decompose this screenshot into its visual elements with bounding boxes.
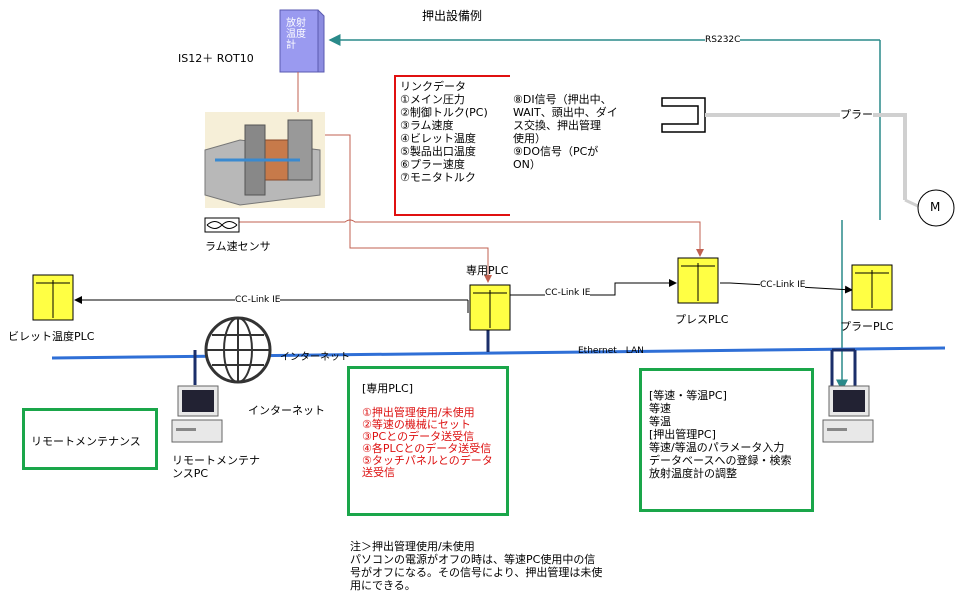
ethernet-line [51,346,946,360]
note: 注＞押出管理使用/未使用 パソコンの電源がオフの時は、等速PC使用中の信 号がオ… [350,540,603,592]
extrusion-press-image [204,112,325,208]
globe-icon [204,316,272,384]
puller-label: プラー [840,108,873,121]
billet-plc-icon [32,274,74,321]
link-data-bracket [394,75,510,216]
dedicated-plc-box-title: [専用PLC] [362,382,414,395]
thermometer-model: IS12＋ ROT10 [178,52,254,65]
thermometer-label: 放射 温度 計 [286,18,306,51]
link-data-list: リンクデータ ①メイン圧力 ②制御トルク(PC) ③ラム速度 ④ビレット温度 ⑤… [400,80,488,184]
puller-plc-icon [851,264,893,311]
dedicated-plc-icon [469,284,511,331]
cc-link-label-2: CC-Link IE [545,287,591,300]
pc-function-box: [等速・等温PC] 等速 等温 [押出管理PC] 等速/等温のパラメータ入力 デ… [639,368,814,512]
dedicated-plc-label: 専用PLC [466,264,509,277]
remote-pc-icon [171,385,223,443]
billet-plc-label: ビレット温度PLC [8,330,95,343]
remote-maintenance-box: リモートメンテナンス [22,408,158,470]
internet-label-line: インターネット [280,352,350,363]
thermometer-device [279,9,325,73]
dedicated-plc-item: ②等速の機械にセット [362,418,471,431]
motor-icon [917,189,955,227]
cc-link-label-1: CC-Link IE [235,294,281,307]
office-pc-icon [822,385,874,443]
dedicated-plc-item: 送受信 [362,466,395,479]
dedicated-plc-item: ①押出管理使用/未使用 [362,406,475,419]
dedicated-plc-box: [専用PLC] ①押出管理使用/未使用 ②等速の機械にセット ③PCとのデータ送… [347,366,509,516]
dedicated-plc-item: ⑤タッチパネルとのデータ [362,454,493,467]
press-plc-icon [677,257,719,304]
ram-sensor-label: ラム速センサ [205,240,271,253]
puller-plc-label: プラーPLC [840,320,894,333]
ram-speed-sensor-icon [204,217,240,233]
link-data-signals: ⑧DI信号（押出中、 WAIT、頭出中、ダイ ス交換、押出管理 使用） ⑨DO信… [513,93,618,171]
dedicated-plc-item: ④各PLCとのデータ送受信 [362,442,492,455]
internet-label: インターネット [248,404,325,417]
ethernet-label: Ethernet LAN [578,346,644,356]
press-plc-label: プレスPLC [675,313,729,326]
diagram-title: 押出設備例 [422,9,483,23]
remote-maintenance-label: リモートメンテナンス [31,435,141,448]
motor-label: M [930,200,941,214]
puller-gripper-icon [661,97,706,133]
cc-link-label-3: CC-Link IE [760,279,806,292]
remote-pc-label: リモートメンテナ ンスPC [172,454,260,480]
dedicated-plc-item: ③PCとのデータ送受信 [362,430,475,443]
rs232c-label: RS232C [705,34,741,47]
